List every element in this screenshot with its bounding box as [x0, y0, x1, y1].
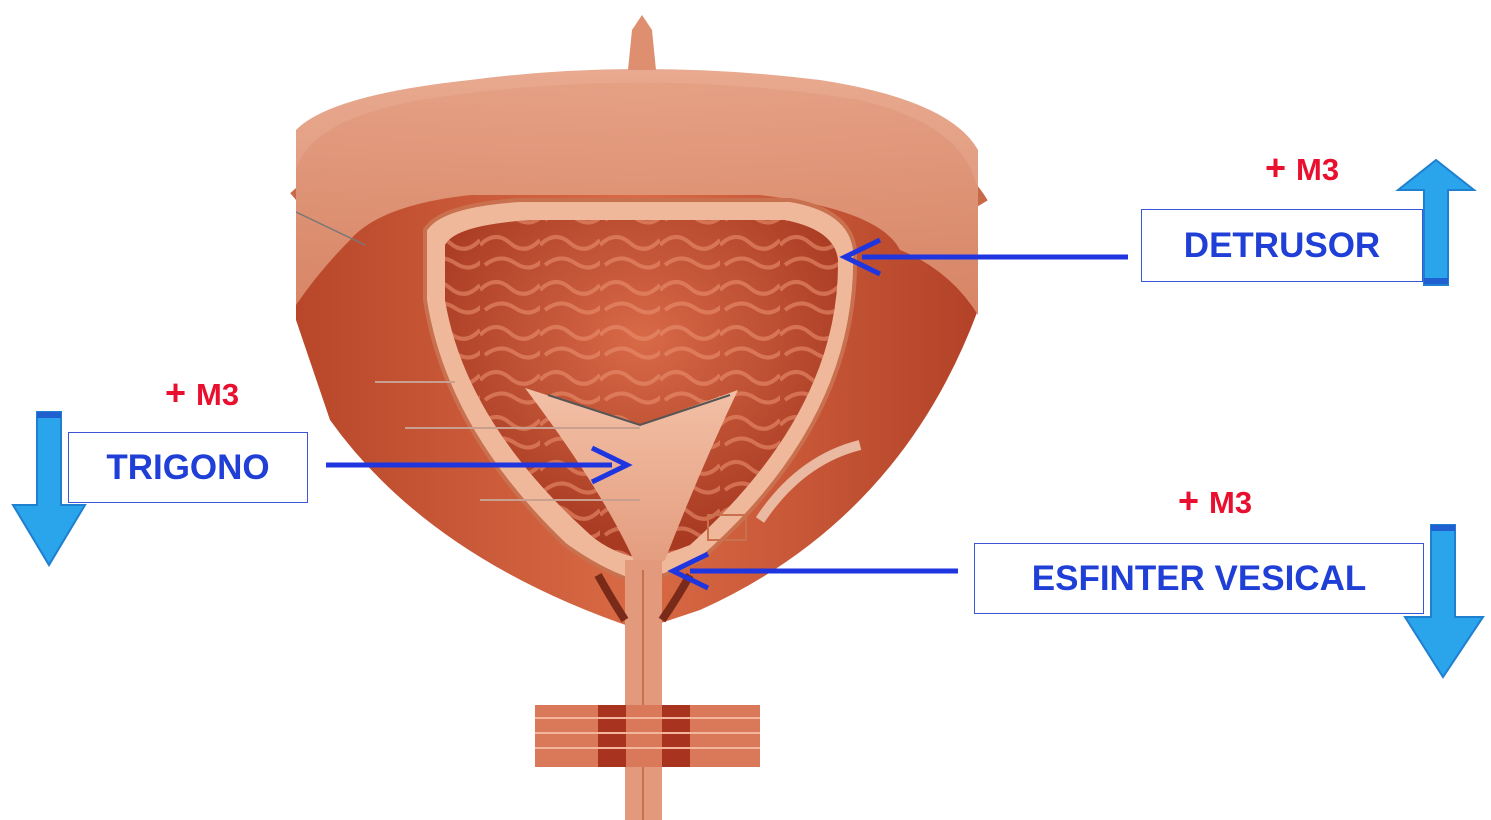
label-trigono: TRIGONO — [68, 432, 308, 503]
m3-text: M3 — [196, 377, 239, 412]
m3-mark-esfinter: + M3 — [1178, 483, 1252, 519]
label-esfinter-vesical: ESFINTER VESICAL — [974, 543, 1424, 614]
m3-text: M3 — [1296, 152, 1339, 187]
urachus — [628, 15, 656, 70]
external-sphincter-band — [535, 705, 760, 767]
m3-text: M3 — [1209, 485, 1252, 520]
label-detrusor: DETRUSOR — [1141, 209, 1423, 282]
m3-mark-detrusor: + M3 — [1265, 150, 1339, 186]
m3-mark-trigono: + M3 — [165, 375, 239, 411]
plus-symbol: + — [1178, 480, 1199, 521]
plus-symbol: + — [1265, 147, 1286, 188]
plus-symbol: + — [165, 372, 186, 413]
